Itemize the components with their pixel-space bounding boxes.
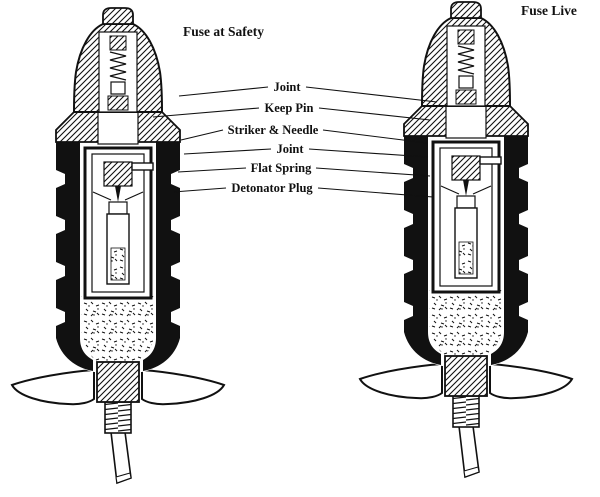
leader-line: [180, 129, 224, 141]
leader-line: [172, 187, 227, 193]
leader-line: [152, 107, 260, 118]
leader-line: [308, 148, 429, 158]
label-keep-pin: Keep Pin: [265, 101, 314, 115]
label-detonator-plug: Detonator Plug: [231, 181, 313, 195]
leader-line: [177, 167, 247, 173]
fuse-at-safety-figure: [10, 6, 226, 485]
leader-line: [315, 167, 431, 177]
left-figure-title: Fuse at Safety: [183, 24, 264, 39]
leader-line: [322, 129, 428, 144]
leader-line: [183, 148, 272, 155]
label-striker-and-needle: Striker & Needle: [228, 123, 319, 137]
leader-line: [317, 187, 434, 198]
part-labels: Joint Keep Pin Striker & Needle Joint Fl…: [228, 80, 319, 195]
right-figure-title: Fuse Live: [521, 3, 577, 18]
leader-line: [318, 107, 431, 121]
fuse-live-figure: [358, 0, 574, 479]
label-joint-upper: Joint: [273, 80, 301, 94]
leader-line: [305, 86, 438, 103]
label-flat-spring: Flat Spring: [251, 161, 313, 175]
leader-line: [178, 86, 269, 97]
label-joint-lower: Joint: [276, 142, 304, 156]
leader-lines: [152, 86, 438, 198]
